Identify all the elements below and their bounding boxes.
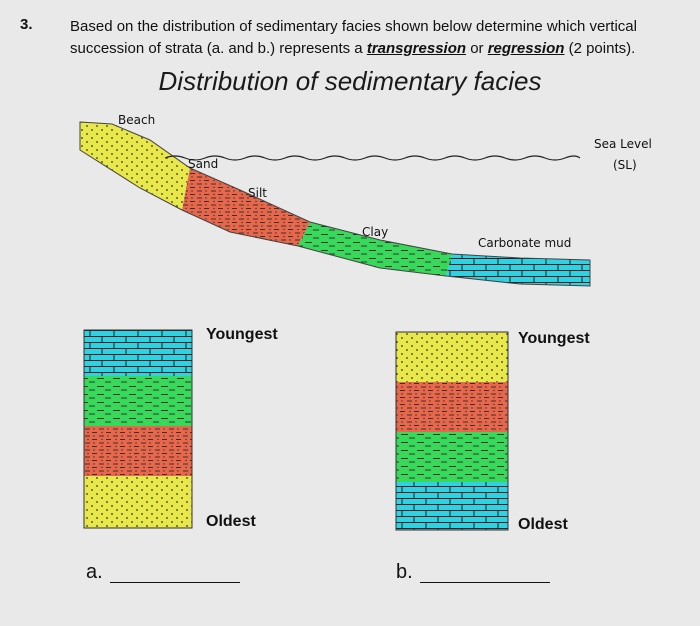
column-b-clay-layer [396, 432, 508, 482]
label-beach: Beach [118, 113, 156, 127]
label-sand: Sand [188, 157, 219, 171]
answer-a-blank[interactable] [110, 582, 240, 583]
question-text-part1: Based on the distribution of sedimentary… [70, 18, 637, 57]
label-carbonate-mud: Carbonate mud [478, 236, 572, 250]
column-a-oldest-label: Oldest [206, 513, 256, 530]
column-a-outline [83, 329, 193, 529]
term-transgression: transgression [366, 40, 467, 57]
column-a-silt-layer [84, 426, 192, 476]
facies-sand-wedge [80, 122, 190, 210]
column-a-clay-layer [84, 376, 192, 426]
label-sea-level: Sea Level [594, 137, 652, 151]
question-text: Based on the distribution of sedimentary… [70, 16, 690, 60]
column-b-outline [395, 331, 509, 531]
question-number: 3. [20, 16, 33, 33]
answer-b-label: b. [396, 561, 413, 583]
column-b-carbonate-layer [396, 482, 508, 530]
label-clay: Clay [362, 225, 389, 239]
facies-silt-wedge [182, 168, 310, 246]
term-regression: regression [487, 40, 565, 57]
sea-level-line [164, 155, 581, 161]
facies-carbonate-wedge [446, 254, 590, 286]
column-b-oldest-label: Oldest [518, 516, 568, 533]
label-sea-level-abbr: (SL) [613, 158, 637, 172]
facies-clay-wedge [298, 222, 452, 276]
column-a-youngest-label: Youngest [206, 326, 278, 343]
question-or: or [466, 40, 488, 57]
column-a [83, 329, 193, 529]
column-b [395, 331, 509, 531]
diagram-title: Distribution of sedimentary facies [158, 66, 542, 96]
facies-wedge-outline [79, 121, 591, 287]
column-b-sand-layer [396, 332, 508, 382]
facies-cross-section [79, 121, 591, 287]
question-text-part2: (2 points). [564, 40, 636, 57]
column-b-youngest-label: Youngest [518, 330, 590, 347]
column-a-carbonate-layer [84, 330, 192, 376]
label-silt: Silt [248, 186, 267, 200]
answer-b-blank[interactable] [420, 582, 550, 583]
column-a-sand-layer [84, 476, 192, 528]
answer-a-label: a. [86, 561, 103, 583]
column-b-silt-layer [396, 382, 508, 432]
